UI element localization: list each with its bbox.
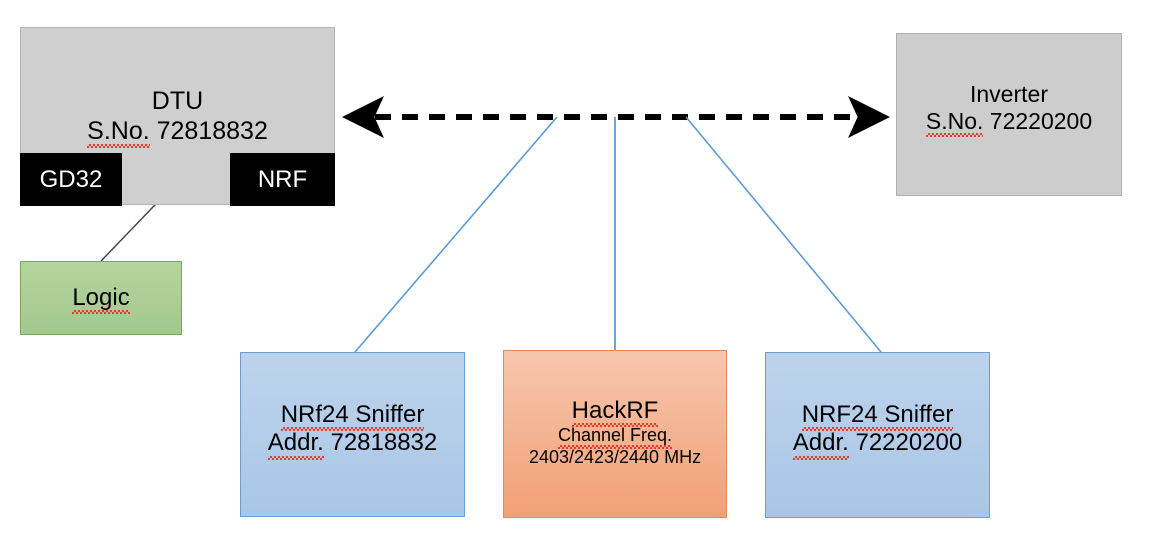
sniffer-right-addr-value: 72220200 [855,429,963,457]
nrf-node[interactable]: NRF [230,153,335,206]
dtu-title: DTU [151,87,204,115]
sniffer-right-node[interactable]: NRF24 Sniffer Addr. 72220200 [765,352,990,518]
hackrf-channel-label: Channel Freq. [557,425,673,449]
dtu-serial-prefix: S.No. [87,116,150,148]
dtu-serial-value: 72818832 [156,116,268,145]
inverter-node[interactable]: Inverter S.No. 72220200 [896,33,1122,196]
sniffer-left-node[interactable]: NRf24 Sniffer Addr. 72818832 [240,352,465,517]
edge-sniffer-left-tap [354,116,558,353]
sniffer-right-title: NRF24 Sniffer [801,401,954,432]
hackrf-node[interactable]: HackRF Channel Freq. 2403/2423/2440 MHz [503,350,727,518]
sniffer-right-addr-prefix: Addr. [792,429,849,460]
hackrf-title-text: HackRF [571,397,659,428]
sniffer-left-title-text: NRf24 Sniffer [280,401,425,432]
edge-sniffer-right-tap [685,116,882,353]
inverter-title: Inverter [970,81,1048,107]
logic-label: Logic [72,283,131,315]
hackrf-frequencies: 2403/2423/2440 MHz [528,446,702,467]
sniffer-left-addr-prefix: Addr. [267,429,324,460]
gd32-label: GD32 [39,165,103,193]
hackrf-title: HackRF [571,397,659,428]
hackrf-channel-label-text: Channel Freq. [557,425,673,449]
sniffer-left-title: NRf24 Sniffer [280,401,425,432]
sniffer-right-title-text: NRF24 Sniffer [801,401,954,432]
sniffer-right-addr: Addr. 72220200 [792,429,963,460]
gd32-node[interactable]: GD32 [20,153,122,206]
sniffer-left-addr: Addr. 72818832 [267,429,438,460]
nrf-label: NRF [257,165,308,193]
inverter-serial: S.No. 72220200 [925,108,1093,138]
dtu-serial: S.No. 72818832 [87,116,268,148]
sniffer-left-addr-value: 72818832 [330,429,438,457]
logic-node[interactable]: Logic [20,261,182,335]
inverter-serial-prefix: S.No. [925,108,984,138]
inverter-serial-value: 72220200 [989,108,1093,135]
